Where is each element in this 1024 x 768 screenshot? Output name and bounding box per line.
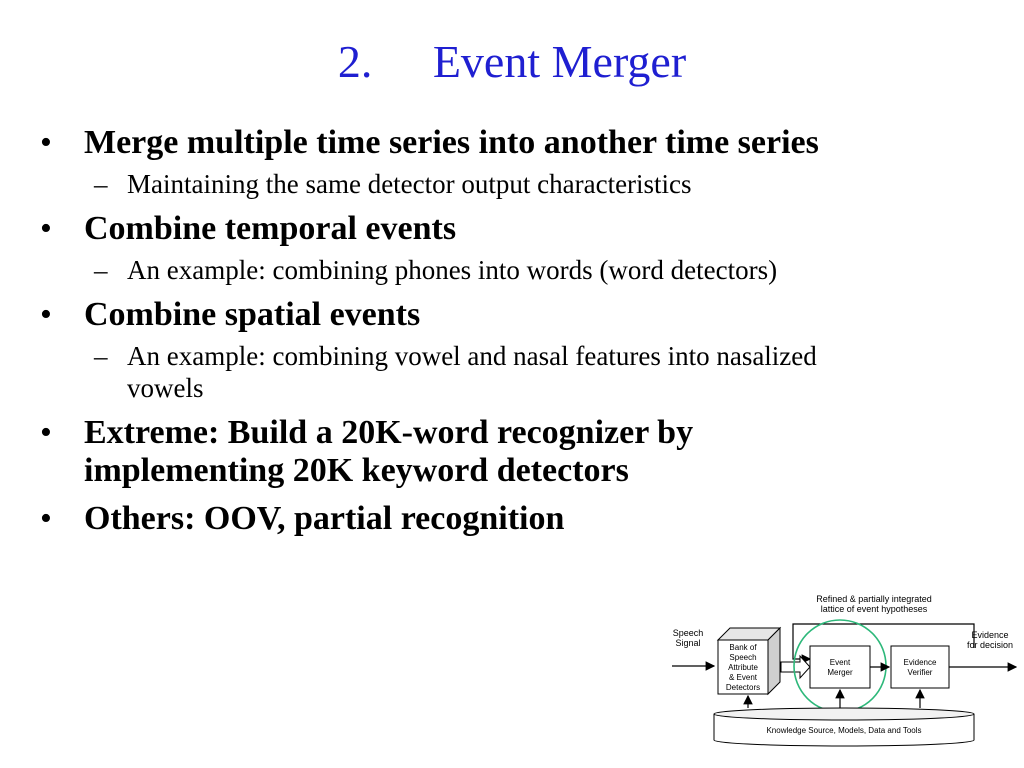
bullet-text: Others: OOV, partial recognition [84,500,565,537]
title-number: 2. [337,36,373,87]
speech-signal-line2: Signal [675,638,700,648]
bank-label-line3: Attribute [728,663,758,672]
bullet-marker: • [40,500,52,537]
bank-of-detectors-box: Bank of Speech Attribute & Event Detecto… [716,626,782,696]
merger-label-line2: Merger [827,668,853,677]
knowledge-source-cylinder: Knowledge Source, Models, Data and Tools [713,707,975,747]
bullet-text: Extreme: Build a 20K-word recognizer by … [84,414,694,489]
feedback-loop-line [792,623,975,664]
evidence-label-line1: Evidence [971,630,1008,640]
bullet-text: Combine spatial events [84,296,421,333]
bank-label-line5: Detectors [726,683,760,692]
bank-label-line2: Speech [729,653,756,662]
bullet-marker: • [40,414,52,451]
verifier-label-line1: Evidence [904,658,937,667]
bullet-marker: • [40,124,52,161]
merger-label-line1: Event [830,658,851,667]
architecture-diagram: Refined & partially integrated lattice o… [672,594,1018,747]
title-text: Event Merger [432,36,687,87]
bullet-text: Combine temporal events [84,210,457,247]
sub-bullet-item: – Maintaining the same detector output c… [94,168,1000,200]
sub-bullet-item: – An example: combining vowel and nasal … [94,340,874,404]
bank-to-merger-arrow [780,654,811,680]
bullet-marker: • [40,296,52,333]
event-merger-box [809,645,871,689]
bank-label-line1: Bank of [729,643,757,652]
bullet-text: Merge multiple time series into another … [84,124,819,161]
bullet-item: • Combine spatial events [40,296,1000,334]
lattice-label-line2: lattice of event hypotheses [821,604,928,614]
sub-bullet-text: An example: combining vowel and nasal fe… [127,341,817,403]
speech-signal-line1: Speech [673,628,704,638]
bullet-list: • Merge multiple time series into anothe… [40,124,1000,538]
bullet-item: • Combine temporal events [40,210,1000,248]
verifier-label-line2: Verifier [908,668,933,677]
evidence-label-line2: for decision [967,640,1013,650]
bullet-item: • Extreme: Build a 20K-word recognizer b… [40,414,820,490]
dash-marker: – [94,169,108,199]
dash-marker: – [94,341,108,371]
sub-bullet-item: – An example: combining phones into word… [94,254,1000,286]
bank-label-line4: & Event [729,673,758,682]
knowledge-label: Knowledge Source, Models, Data and Tools [766,726,921,735]
sub-bullet-text: Maintaining the same detector output cha… [127,169,692,199]
evidence-verifier-box [890,645,950,689]
sub-bullet-text: An example: combining phones into words … [127,255,778,285]
slide-title: 2. Event Merger [0,34,1024,94]
lattice-label-line1: Refined & partially integrated [816,594,932,604]
dash-marker: – [94,255,108,285]
bullet-item: • Merge multiple time series into anothe… [40,124,1000,162]
bullet-item: • Others: OOV, partial recognition [40,500,1000,538]
bullet-marker: • [40,210,52,247]
